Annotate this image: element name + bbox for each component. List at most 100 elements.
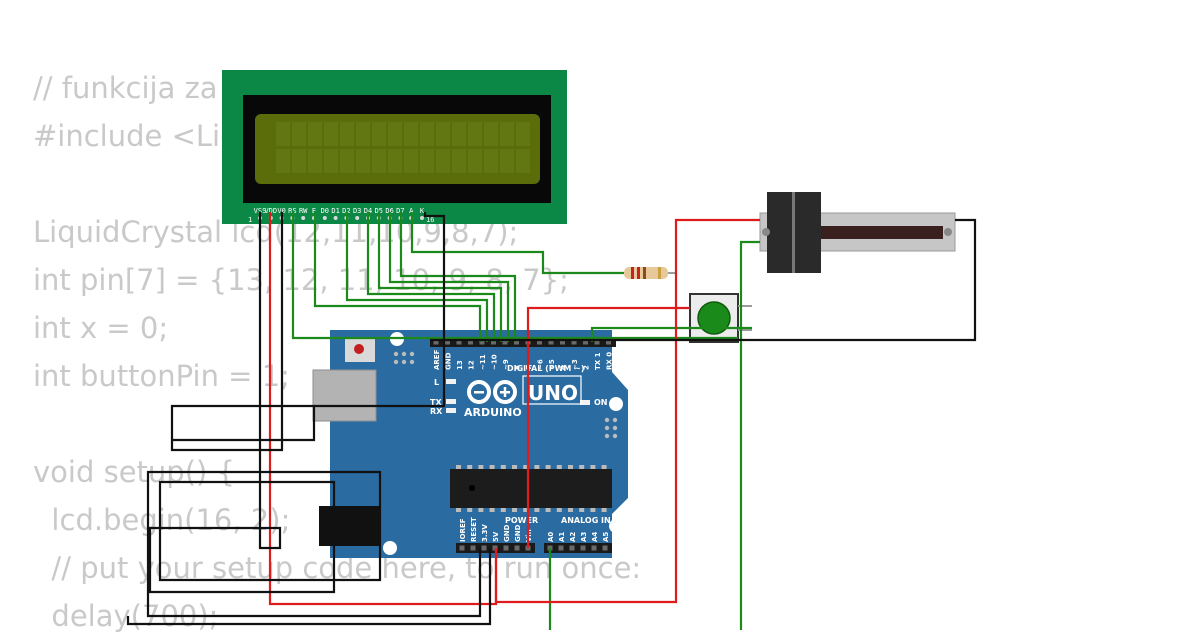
slide-potentiometer[interactable] xyxy=(759,192,956,273)
lcd-cell xyxy=(356,122,370,146)
chip-leg xyxy=(478,508,484,512)
lcd-pin-label: D7 xyxy=(396,207,404,215)
header-pin[interactable] xyxy=(479,339,485,345)
lcd-cell xyxy=(372,149,386,173)
wire-red-pot-5v xyxy=(494,218,760,604)
lcd-pin-number-first: 1 xyxy=(248,216,252,224)
chip-leg xyxy=(523,465,529,469)
lcd-cell xyxy=(468,122,482,146)
header-pin[interactable] xyxy=(514,545,520,551)
lcd-pin xyxy=(333,216,338,220)
chip-leg xyxy=(601,465,607,469)
header-pin-label: IOREF xyxy=(459,518,467,542)
chip-leg xyxy=(489,465,495,469)
lcd-cell xyxy=(292,149,306,173)
chip-leg xyxy=(545,465,551,469)
button-cap[interactable] xyxy=(697,301,731,335)
lcd-cell xyxy=(276,149,290,173)
wire-green-rs xyxy=(313,212,482,342)
lcd-cell xyxy=(308,149,322,173)
lcd-cell xyxy=(404,122,418,146)
header-pin-label: A2 xyxy=(569,532,577,542)
header-pin-label: ~9 xyxy=(502,359,510,370)
header-pin-label: TX 1 xyxy=(594,352,602,370)
wire-green-d5 xyxy=(377,212,503,342)
header-pin[interactable] xyxy=(468,339,473,345)
analog-header-label: ANALOG IN xyxy=(561,516,611,525)
header-pin-label: ~10 xyxy=(491,354,499,370)
lcd-cell xyxy=(484,149,498,173)
resistor-band xyxy=(631,267,634,279)
header-pin[interactable] xyxy=(445,339,450,345)
icsp-header-right xyxy=(604,417,618,439)
lcd-cell xyxy=(436,122,450,146)
header-pin[interactable] xyxy=(470,545,476,551)
reset-button-cap xyxy=(354,344,364,354)
header-pin[interactable] xyxy=(503,545,509,551)
chip-leg xyxy=(523,508,529,512)
wire-green-e xyxy=(345,212,489,342)
chip-legs xyxy=(456,465,607,512)
header-pin[interactable] xyxy=(560,339,565,345)
lcd-pin-label: D5 xyxy=(375,207,383,215)
lcd-cell xyxy=(372,122,386,146)
header-pin[interactable] xyxy=(591,545,597,551)
header-pin-label: A4 xyxy=(591,532,599,542)
header-pin-label: GND xyxy=(503,524,511,542)
header-pin-label: ~6 xyxy=(537,359,545,370)
lcd-pin-label: RW xyxy=(299,207,308,215)
header-pin[interactable] xyxy=(558,545,564,551)
header-pin[interactable] xyxy=(580,545,586,551)
header-pin-label: A0 xyxy=(547,532,555,542)
resistor[interactable] xyxy=(612,267,676,279)
arduino-uno-board[interactable]: L TX RX ON UNO ARDUINO DIGITAL (PWM ~) P… xyxy=(312,330,628,558)
icsp-pin xyxy=(409,351,415,357)
lcd-cell xyxy=(324,122,338,146)
header-pin-label: 2 xyxy=(583,365,591,370)
header-pin[interactable] xyxy=(571,339,577,345)
arduino-brand: ARDUINO xyxy=(464,406,522,419)
header-pin[interactable] xyxy=(502,339,508,345)
header-pin-label: GND xyxy=(514,524,522,542)
header-pin[interactable] xyxy=(459,545,465,551)
lcd-cell xyxy=(292,122,306,146)
wire-green-d6 xyxy=(388,212,510,342)
arduino-model: UNO xyxy=(528,381,578,405)
wire-green-pot-wiper xyxy=(739,240,760,630)
header-pin-label: RX 0 xyxy=(606,352,614,370)
power-header-label: POWER xyxy=(505,516,538,525)
push-button[interactable] xyxy=(689,293,752,343)
label-tx: TX xyxy=(430,398,442,407)
header-pin-label: 8 xyxy=(514,365,522,370)
lcd-cell xyxy=(356,149,370,173)
header-pin[interactable] xyxy=(606,339,611,345)
lcd-pin-label: RS xyxy=(288,207,296,215)
lcd-pin-number-last: 16 xyxy=(426,216,434,224)
header-pin[interactable] xyxy=(514,339,519,345)
header-pin[interactable] xyxy=(433,339,439,345)
header-pin[interactable] xyxy=(481,545,487,551)
header-pin-label: 5V xyxy=(492,531,500,542)
header-pin[interactable] xyxy=(583,339,588,345)
lcd-cell xyxy=(484,122,498,146)
chip-leg xyxy=(500,465,506,469)
header-pin[interactable] xyxy=(569,545,575,551)
lcd-pin-label: D4 xyxy=(364,207,372,215)
wires xyxy=(126,212,977,630)
header-pin[interactable] xyxy=(594,339,600,345)
lcd-cell xyxy=(516,149,530,173)
power-jack xyxy=(319,506,379,546)
header-pin[interactable] xyxy=(537,339,542,345)
resistor-band xyxy=(658,267,661,279)
lcd-pin-label: VSS xyxy=(254,207,267,215)
lcd-pin-label: D2 xyxy=(342,207,350,215)
chip-leg xyxy=(478,465,484,469)
header-pin-label: 12 xyxy=(468,360,476,370)
lcd-cell xyxy=(500,122,514,146)
header-pin[interactable] xyxy=(602,545,608,551)
chip-leg xyxy=(579,465,585,469)
header-pin[interactable] xyxy=(456,339,462,345)
lcd-cell xyxy=(452,149,466,173)
header-pin[interactable] xyxy=(548,339,554,345)
